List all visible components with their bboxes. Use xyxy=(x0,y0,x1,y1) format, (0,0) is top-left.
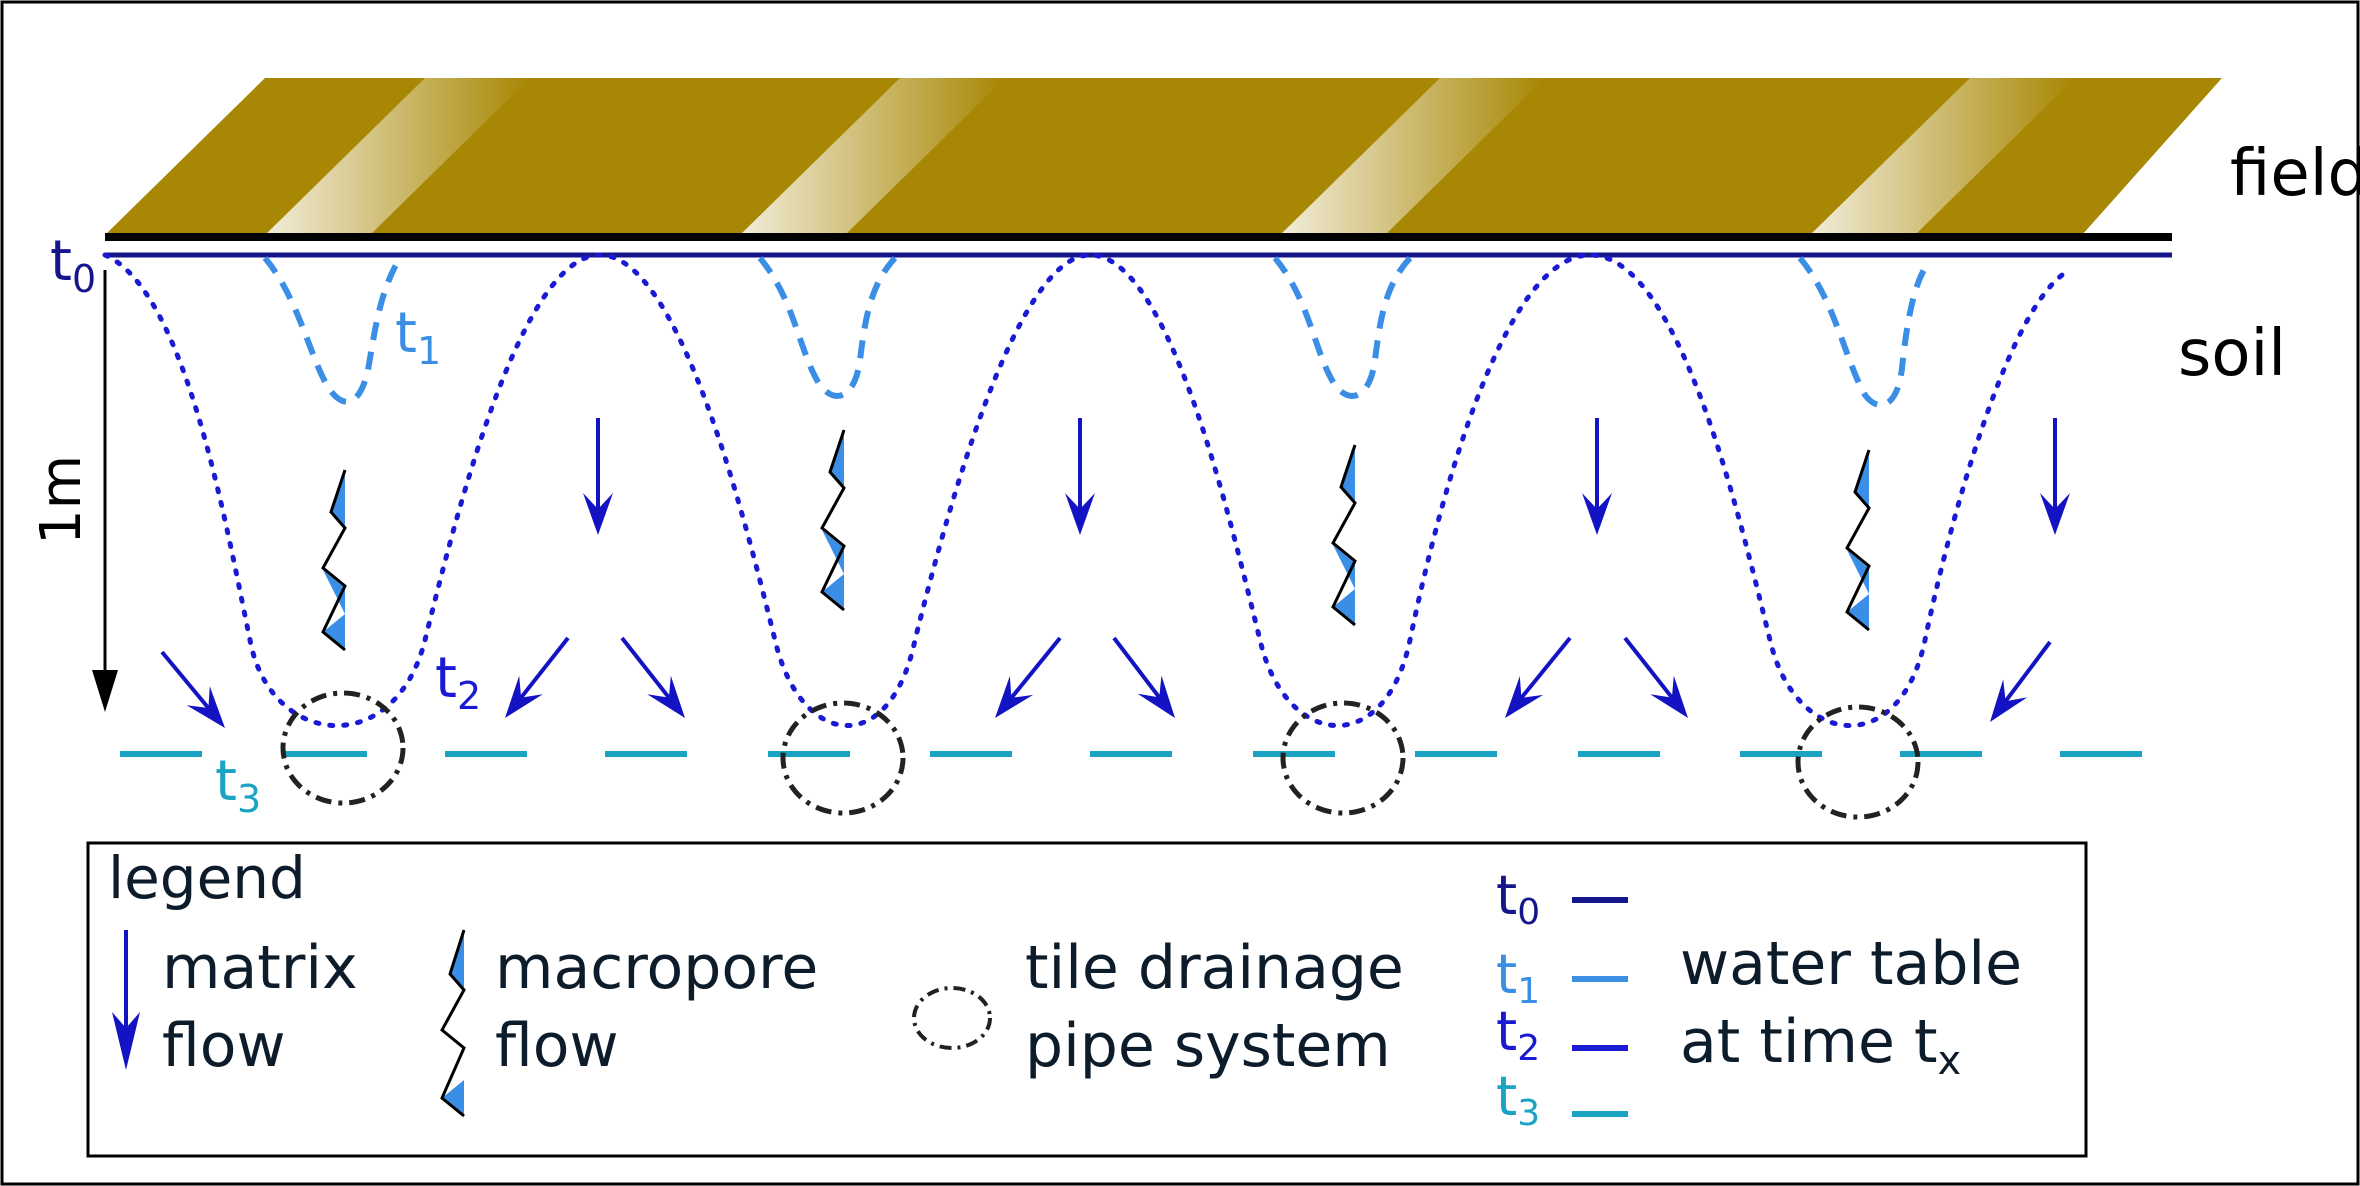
legend-macropore-line1: macropore xyxy=(495,933,818,1003)
macropore-1 xyxy=(820,429,846,612)
legend-title: legend xyxy=(108,844,306,912)
matrix-arrow-4 xyxy=(160,650,225,728)
water-table-t2 xyxy=(102,252,2073,728)
legend-t3-label: t3 xyxy=(1496,1065,1540,1134)
field-highlights xyxy=(265,78,2075,235)
legend-box xyxy=(86,841,2088,1158)
macropore-flow-symbols xyxy=(321,429,1871,652)
legend: legend matrix flow macropore flow tile d… xyxy=(86,841,2088,1158)
water-table-t1 xyxy=(262,255,1928,408)
matrix-arrow-8 xyxy=(1112,636,1175,718)
matrix-arrow-0 xyxy=(583,418,613,535)
macropore-2 xyxy=(1331,444,1357,627)
macropore-3 xyxy=(1845,449,1871,632)
legend-macropore-line2: flow xyxy=(495,1011,619,1081)
legend-t0-label: t0 xyxy=(1496,864,1540,933)
field-surface xyxy=(105,78,2222,235)
tile-drainage-pipes xyxy=(280,690,1921,820)
matrix-arrow-10 xyxy=(1623,636,1688,718)
field-label: field xyxy=(2230,137,2360,211)
matrix-arrow-1 xyxy=(1065,418,1095,535)
matrix-arrow-2 xyxy=(1582,418,1612,535)
macropore-0 xyxy=(321,469,347,652)
matrix-arrow-6 xyxy=(620,636,685,718)
legend-matrix-icon xyxy=(112,930,140,1070)
legend-tile-line2: pipe system xyxy=(1025,1011,1391,1081)
matrix-arrow-5 xyxy=(505,636,570,718)
legend-water-table-line2: at time tx xyxy=(1680,1007,1961,1084)
legend-pipe-icon xyxy=(912,986,992,1050)
tile-pipe-1 xyxy=(780,700,906,816)
matrix-arrow-7 xyxy=(995,636,1062,718)
depth-label: 1m xyxy=(29,455,94,545)
t0-label: t0 xyxy=(50,229,96,301)
t2-label: t2 xyxy=(435,646,481,718)
tile-pipe-3 xyxy=(1795,704,1921,820)
matrix-arrow-11 xyxy=(1990,640,2052,722)
legend-tile-line1: tile drainage xyxy=(1025,933,1404,1003)
legend-matrix-line2: flow xyxy=(162,1011,286,1081)
t3-label: t3 xyxy=(215,749,261,821)
legend-t1-label: t1 xyxy=(1496,943,1540,1012)
soil-label: soil xyxy=(2178,317,2286,391)
legend-macropore-icon xyxy=(440,929,466,1118)
tile-pipe-0 xyxy=(280,690,406,806)
legend-t2-label: t2 xyxy=(1496,1000,1540,1069)
legend-matrix-line1: matrix xyxy=(162,933,358,1003)
matrix-arrow-3 xyxy=(2040,418,2070,535)
t1-label: t1 xyxy=(395,301,441,373)
legend-water-table-line1: water table xyxy=(1680,929,2022,999)
matrix-flow-arrows xyxy=(160,418,2070,728)
tile-pipe-2 xyxy=(1280,700,1406,816)
matrix-arrow-9 xyxy=(1505,636,1572,718)
depth-arrow xyxy=(92,270,118,712)
